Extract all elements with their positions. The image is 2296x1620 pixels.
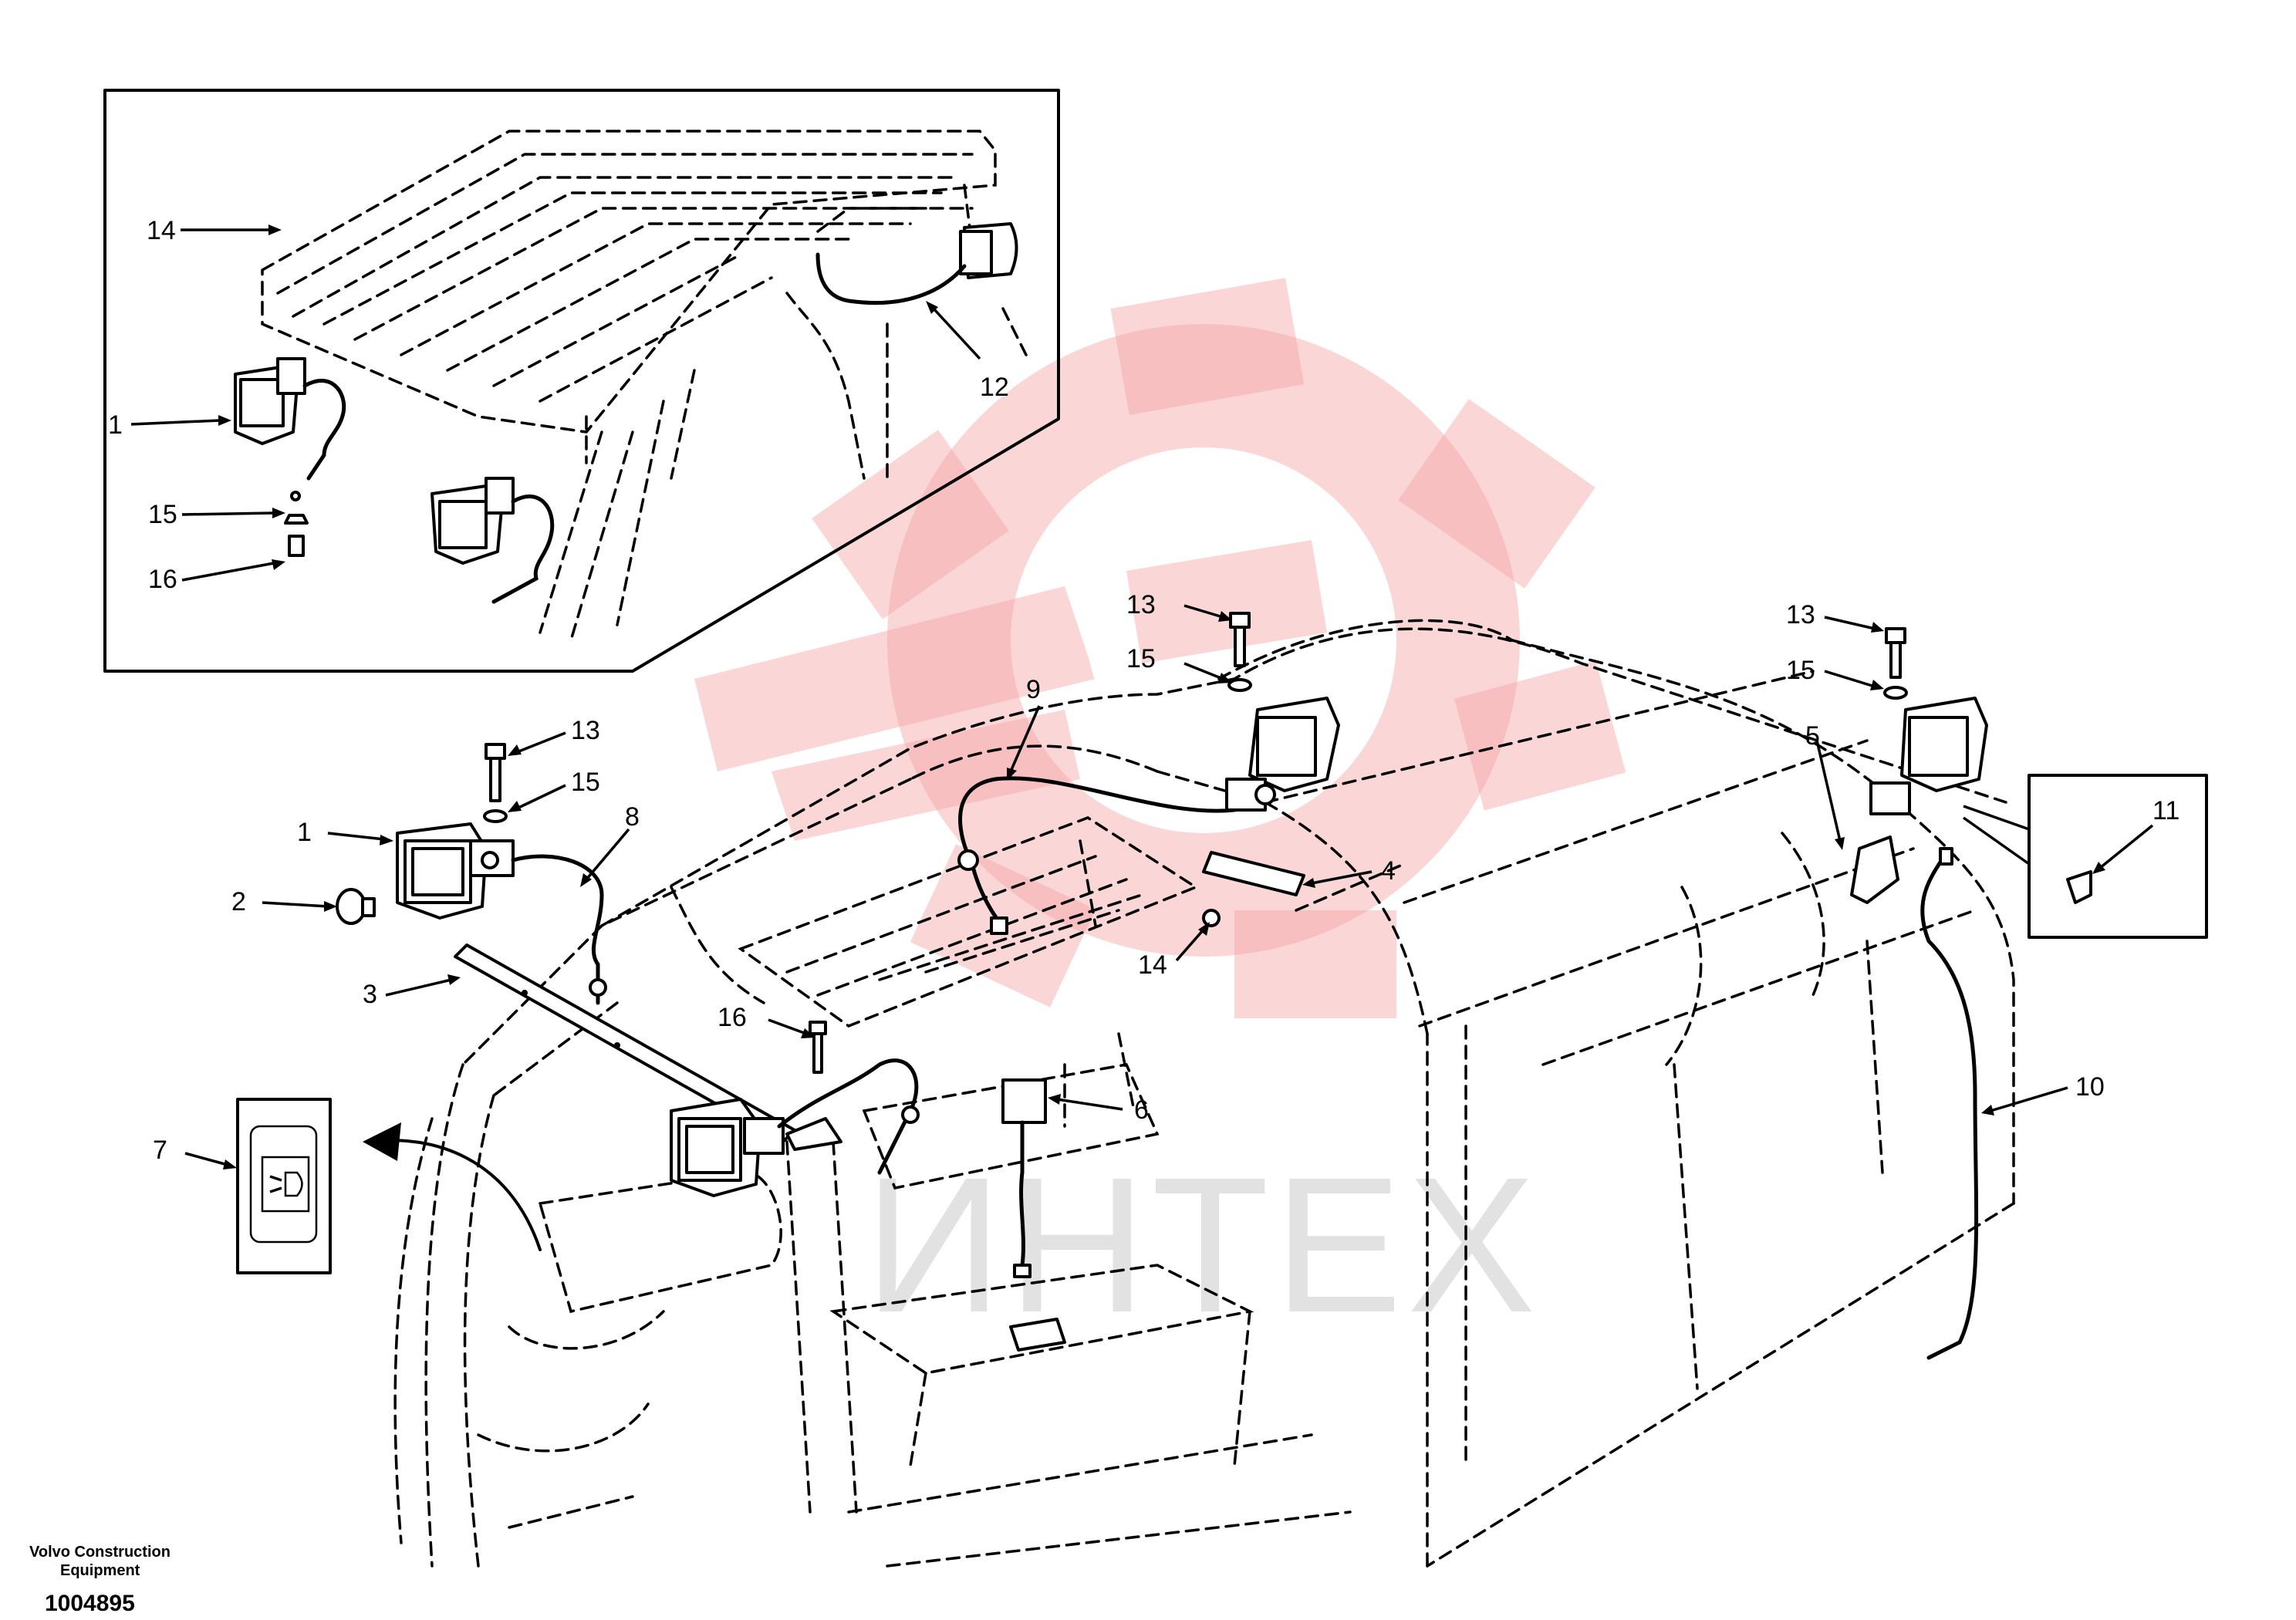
callout-3: 3 <box>363 980 377 1009</box>
callout-15-right: 15 <box>1786 656 1815 685</box>
bulb-2 <box>336 888 376 925</box>
callout-13-center: 13 <box>1126 590 1156 619</box>
leader-lines <box>184 604 2154 1169</box>
callout-1: 1 <box>297 818 312 847</box>
callout-13-right: 13 <box>1786 600 1815 629</box>
inset-callout-12: 12 <box>980 373 1009 402</box>
company-name-line1: Volvo Construction <box>29 1544 171 1561</box>
callout-9: 9 <box>1026 675 1041 704</box>
inset-callout-16: 16 <box>148 565 177 594</box>
switch-7 <box>236 1098 542 1274</box>
detail-box-11 <box>1962 774 2208 939</box>
callout-8: 8 <box>625 802 640 832</box>
inset-callout-14: 14 <box>147 216 176 245</box>
inset-callout-1: 1 <box>108 410 123 440</box>
callout-14: 14 <box>1138 950 1167 980</box>
callout-5: 5 <box>1805 721 1820 751</box>
callout-7: 7 <box>153 1136 167 1165</box>
work-lamp-lower <box>670 1021 920 1197</box>
callout-10: 10 <box>2075 1072 2105 1102</box>
company-name-line2: Equipment <box>60 1562 140 1579</box>
callout-15-center: 15 <box>1126 644 1156 673</box>
inset-callout-15: 15 <box>148 500 177 529</box>
callout-16: 16 <box>718 1003 747 1032</box>
callout-13-left: 13 <box>571 716 600 745</box>
inset-lamp-left <box>234 357 346 557</box>
callout-2: 2 <box>231 887 246 916</box>
watermark-gear <box>694 278 1626 1018</box>
relay-6 <box>1001 1078 1066 1352</box>
bolt-13-left <box>483 743 508 823</box>
cable-8 <box>511 854 604 1005</box>
part-4-strip <box>1202 851 1305 927</box>
inset-lamp-bottom <box>430 477 555 604</box>
work-lamp-1 <box>396 822 515 920</box>
inset-box <box>103 89 1060 673</box>
document-number: 1004895 <box>45 1591 135 1616</box>
callout-6: 6 <box>1134 1095 1149 1125</box>
callout-15-left: 15 <box>571 768 600 797</box>
watermark-text: ИНТЕХ <box>864 1137 1540 1352</box>
callout-11: 11 <box>2152 796 2180 825</box>
machine-outline <box>393 619 2015 1568</box>
callout-4: 4 <box>1381 856 1396 886</box>
cable-9-lamp <box>957 612 1340 935</box>
work-lamp-right <box>1850 627 1988 1360</box>
